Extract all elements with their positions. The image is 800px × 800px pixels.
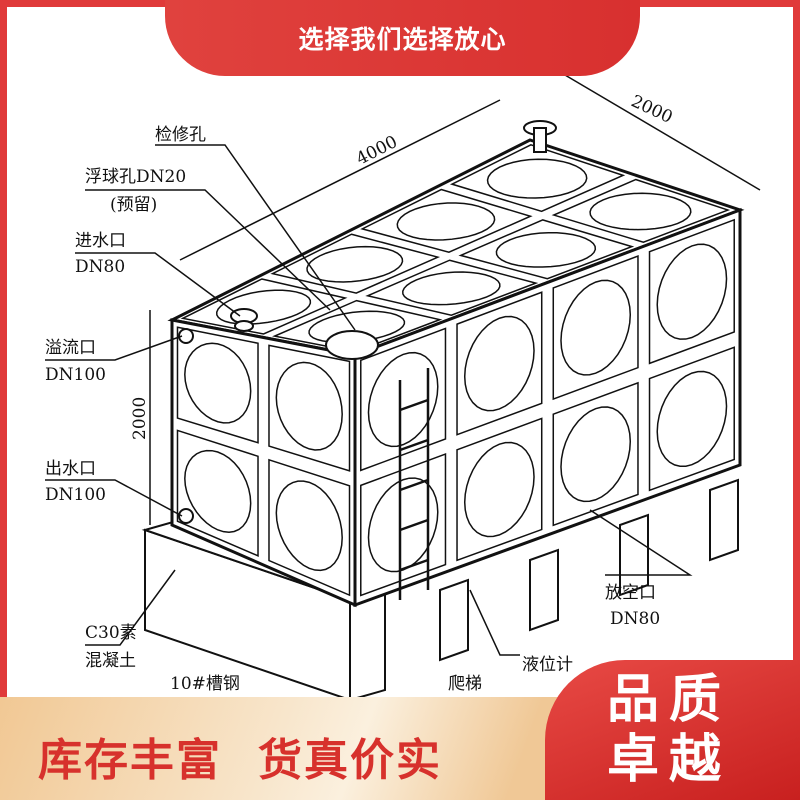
tank-panel xyxy=(268,458,351,597)
panel-bulge xyxy=(396,202,496,241)
panel-bulge xyxy=(486,158,588,199)
outlet-port-icon xyxy=(178,508,194,524)
banner-slogans: 库存丰富货真价实 xyxy=(38,724,478,788)
panel-bulge xyxy=(589,192,692,231)
inlet-pipe-icon xyxy=(230,308,258,332)
tank-panel xyxy=(360,327,447,472)
badge-line-1: 品质 xyxy=(607,670,732,730)
tank-panel xyxy=(648,218,735,365)
ladder-icon xyxy=(398,368,430,600)
tank-panel xyxy=(268,344,351,472)
quality-badge: 品质 卓越 xyxy=(545,660,800,800)
tank-panel xyxy=(456,291,543,436)
header-tagline: 选择我们选择放心 xyxy=(165,0,640,76)
dim-width: 2000 xyxy=(628,91,676,127)
tank-panel xyxy=(176,326,259,444)
badge-line-2: 卓越 xyxy=(607,730,732,790)
label-outlet: 出水口 xyxy=(45,459,96,479)
label-outlet-size: DN100 xyxy=(45,485,106,505)
dim-length: 4000 xyxy=(353,132,401,169)
tank-panel xyxy=(365,259,539,317)
tank-panel xyxy=(552,254,639,401)
steel-beam xyxy=(439,578,469,662)
slogan-genuine: 货真价实 xyxy=(258,735,442,786)
tank-panels xyxy=(176,143,735,597)
panel-bulge xyxy=(495,231,597,268)
panel-bulge xyxy=(560,279,632,376)
tank-panel xyxy=(360,452,447,597)
panel-bulge xyxy=(367,477,439,573)
panel-bulge xyxy=(560,406,632,503)
label-manhole: 检修孔 xyxy=(155,125,206,145)
panel-bulge xyxy=(463,441,535,538)
panel-bulge xyxy=(463,315,535,412)
dim-height: 2000 xyxy=(130,397,150,440)
label-concrete-1: C30素 xyxy=(85,623,137,643)
steel-beam xyxy=(529,548,559,632)
overflow-port-icon xyxy=(178,328,194,344)
tank-panel xyxy=(176,429,259,557)
panel-bulge xyxy=(184,342,252,424)
label-level-gauge: 液位计 xyxy=(522,655,573,675)
label-channel-steel: 10#槽钢 xyxy=(170,674,240,694)
panel-bulge xyxy=(184,449,252,533)
panel-bulge xyxy=(275,361,343,451)
label-ladder: 爬梯 xyxy=(448,674,482,694)
leader-lines xyxy=(45,144,693,656)
panel-bulge xyxy=(367,351,439,448)
tank-panel xyxy=(270,233,441,294)
panel-bulge xyxy=(402,271,501,306)
tank-panel xyxy=(180,278,348,335)
label-overflow-size: DN100 xyxy=(45,365,106,385)
panel-bulge xyxy=(306,245,404,283)
tank-panel xyxy=(456,417,543,562)
label-float-hole-note: (预留) xyxy=(110,195,157,215)
tank-panel xyxy=(449,143,626,213)
panel-bulge xyxy=(656,370,728,468)
label-drain-size: DN80 xyxy=(610,609,660,629)
panel-bulge xyxy=(656,243,728,340)
label-float-hole: 浮球孔DN20 xyxy=(85,167,186,187)
tank-panel xyxy=(552,381,639,527)
panel-bulge xyxy=(275,480,343,572)
label-overflow: 溢流口 xyxy=(45,338,96,358)
tank-panel xyxy=(458,219,635,280)
tank-panel xyxy=(551,178,731,244)
tank-right-face xyxy=(353,207,742,608)
tank-panel xyxy=(648,346,735,492)
steel-beam xyxy=(709,478,739,562)
label-concrete-2: 混凝土 xyxy=(85,651,136,671)
dimension-lines xyxy=(149,74,761,525)
label-inlet-size: DN80 xyxy=(75,257,125,277)
slogan-stock: 库存丰富 xyxy=(38,735,222,786)
tank-panel xyxy=(360,188,533,254)
label-inlet: 进水口 xyxy=(75,231,126,251)
manhole-icon xyxy=(325,120,557,360)
label-drain: 放空口 xyxy=(605,583,656,603)
